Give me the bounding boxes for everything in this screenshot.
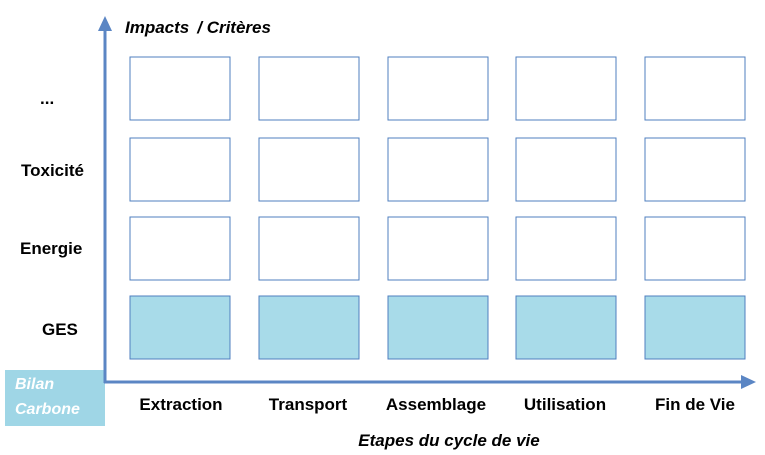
x-axis-title: Etapes du cycle de vie <box>358 431 539 450</box>
axes <box>98 16 756 389</box>
grid-cell <box>387 137 489 202</box>
grid-cell <box>258 216 360 281</box>
grid-cell <box>387 295 489 360</box>
grid-cell <box>258 56 360 121</box>
grid-cell <box>515 295 617 360</box>
grid-cell <box>129 137 231 202</box>
grid-cell <box>644 216 746 281</box>
row-label-more: ... <box>40 89 54 108</box>
grid-cell <box>515 216 617 281</box>
row-label-ges: GES <box>42 320 78 339</box>
column-labels: Extraction Transport Assemblage Utilisat… <box>139 395 735 414</box>
x-axis-arrow-icon <box>741 375 756 389</box>
column-label-fin-de-vie: Fin de Vie <box>655 395 735 414</box>
bilan-carbone-badge: Bilan Carbone <box>5 370 105 426</box>
row-label-toxicite: Toxicité <box>21 161 84 180</box>
grid-cell <box>644 56 746 121</box>
grid-cell <box>258 137 360 202</box>
column-label-utilisation: Utilisation <box>524 395 606 414</box>
grid-cell <box>644 137 746 202</box>
column-label-extraction: Extraction <box>139 395 222 414</box>
grid-cell <box>515 56 617 121</box>
y-axis-title: Impacts/ Critères <box>125 18 271 37</box>
grid-cell <box>515 137 617 202</box>
column-label-assemblage: Assemblage <box>386 395 486 414</box>
column-label-transport: Transport <box>269 395 348 414</box>
y-axis-arrow-icon <box>98 16 112 31</box>
badge-line2: Carbone <box>15 401 80 418</box>
row-label-energie: Energie <box>20 239 82 258</box>
grid-cell <box>644 295 746 360</box>
grid-cell <box>129 56 231 121</box>
grid-cell <box>387 216 489 281</box>
grid-cell <box>129 295 231 360</box>
badge-line1: Bilan <box>15 376 54 393</box>
grid-cell <box>129 216 231 281</box>
row-labels: ... Toxicité Energie GES <box>20 89 84 339</box>
impact-grid <box>129 56 746 360</box>
grid-cell <box>387 56 489 121</box>
grid-cell <box>258 295 360 360</box>
badge-background <box>5 370 105 426</box>
